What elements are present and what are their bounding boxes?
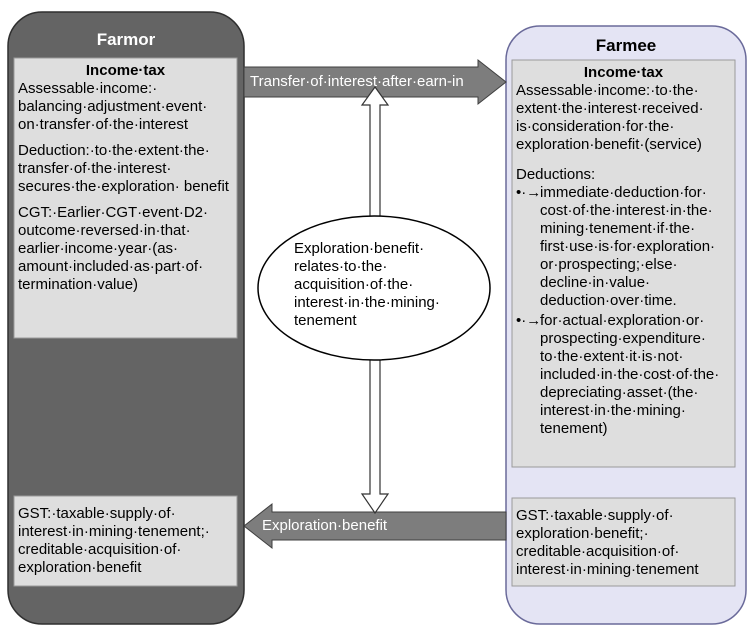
farmee-assessable-income: Assessable·income:·to·the· extent·the·in… bbox=[516, 82, 704, 153]
farmor-deduction: Deduction:·to·the·extent·the· transfer·o… bbox=[18, 142, 229, 195]
bullet-arrow-icon: •·→ bbox=[516, 312, 542, 329]
farmee-income-tax-box bbox=[511, 59, 736, 468]
farmee-deductions-heading: Deductions: bbox=[516, 166, 596, 183]
farmor-income-tax-heading: Income·tax bbox=[85, 62, 166, 79]
farmee-title: Farmee bbox=[595, 36, 657, 55]
bullet-arrow-icon: •·→ bbox=[516, 184, 542, 201]
exploration-benefit-ellipse bbox=[257, 215, 491, 361]
farmee-income-tax-text: Income·tax Assessable·income:·to·the· ex… bbox=[512, 62, 735, 467]
farmor-income-tax-box bbox=[13, 57, 238, 339]
farmor-gst-box bbox=[13, 495, 238, 587]
farmee-gst: GST:·taxable·supply·of· exploration·bene… bbox=[516, 507, 699, 578]
farmee-deduction-text: for·actual·exploration·or· prospecting·e… bbox=[540, 312, 720, 437]
ellipse-text: Exploration·benefit· relates·to·the· acq… bbox=[294, 240, 440, 329]
farmor-title: Farmor bbox=[96, 30, 156, 49]
farmee-deduction-item: •·→ for·actual·exploration·or· prospecti… bbox=[516, 312, 731, 438]
farmee-deductions-list: •·→ immediate·deduction·for· cost·of·the… bbox=[516, 184, 731, 438]
exploration-arrow-label: Exploration·benefit bbox=[262, 517, 388, 534]
farmee-income-tax-heading: Income·tax bbox=[583, 64, 664, 81]
farmor-cgt: CGT:·Earlier·CGT·event·D2· outcome·rever… bbox=[18, 204, 209, 293]
transfer-arrow-label: Transfer·of·interest·after·earn-in bbox=[250, 73, 464, 90]
farmee-gst-box bbox=[511, 497, 736, 587]
farmor-gst: GST:·taxable·supply·of· interest·in·mini… bbox=[18, 505, 210, 576]
farmor-income-tax-text: Income·tax Assessable·income:· balancing… bbox=[14, 60, 237, 338]
transfer-arrow-right bbox=[243, 58, 507, 106]
farmee-deduction-item: •·→ immediate·deduction·for· cost·of·the… bbox=[516, 184, 731, 310]
farmee-deduction-text: immediate·deduction·for· cost·of·the·int… bbox=[540, 184, 716, 309]
farmee-gst-text: GST:·taxable·supply·of· exploration·bene… bbox=[512, 505, 735, 581]
farmor-assessable-income: Assessable·income:· balancing·adjustment… bbox=[18, 80, 208, 133]
exploration-arrow-left bbox=[243, 502, 507, 550]
farmor-gst-text: GST:·taxable·supply·of· interest·in·mini… bbox=[14, 503, 237, 579]
